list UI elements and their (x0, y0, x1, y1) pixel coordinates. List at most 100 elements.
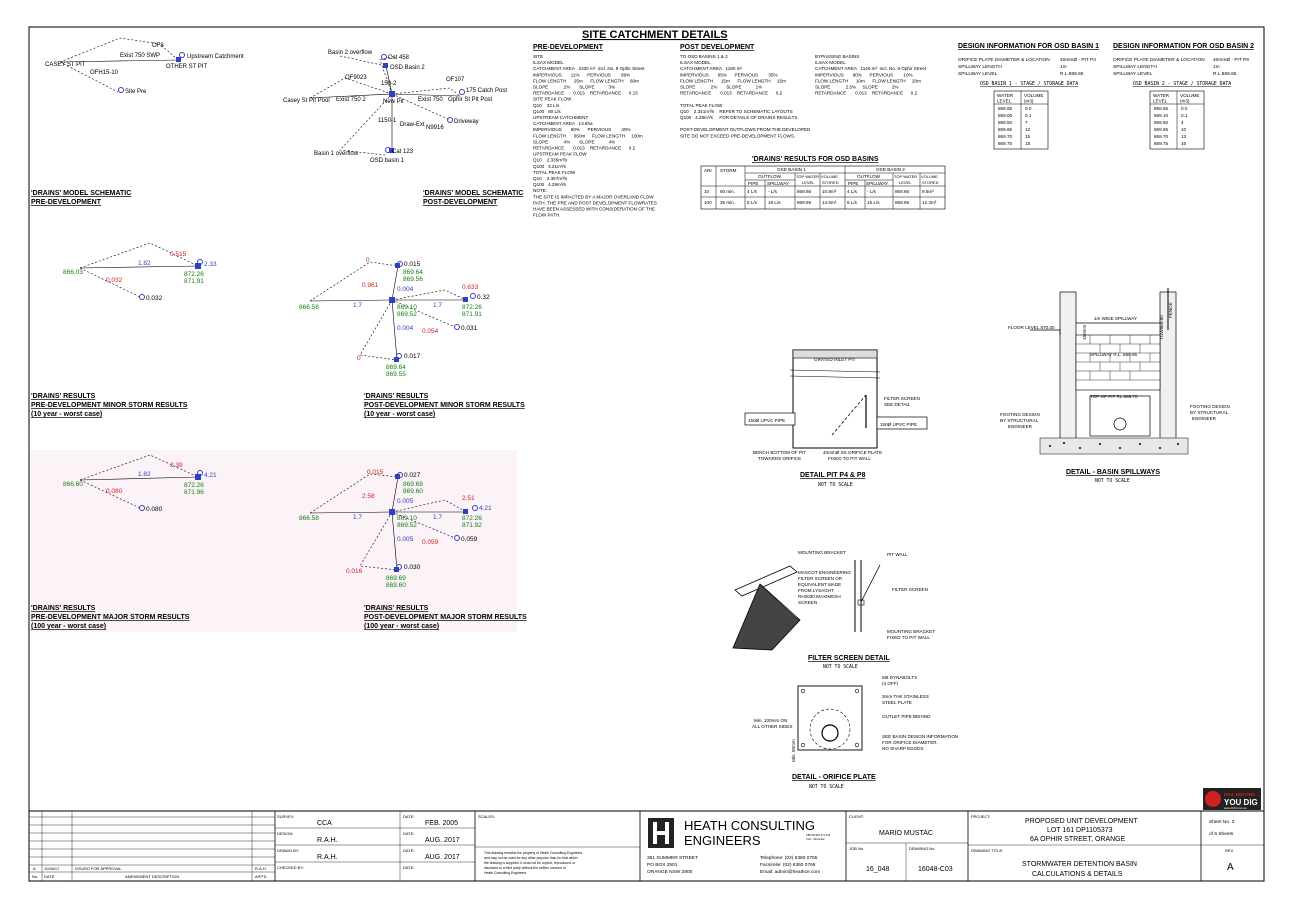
pre-dev-line: Q10 2.335m³/s (533, 158, 568, 163)
schematic-pre-development: CASEY ST PIT Upstream Catchment OFH15-10… (45, 37, 244, 95)
design2-field: SPILLWAY LENGTH (1113, 64, 1157, 70)
filter-screen-detail: MOUNTING BRACKET MASCOT ENGINEERING FILT… (732, 550, 935, 670)
drains-table-outflow: OUTFLOW (857, 174, 881, 179)
filter-detail-labels-mascot-4: RH3030 MAXIMESH (798, 594, 841, 599)
pre-dev-line: Q100 4.29m³/s (533, 182, 567, 187)
stage-table-cell: 868.65 (1154, 106, 1168, 111)
title-block-contact-1: Facsimile: (02) 6360 0766 (760, 862, 816, 868)
title-block-disclaimer-0: This drawing remains the property of Hea… (484, 851, 582, 855)
caption-schematic-post: 'DRAINS' MODEL SCHEMATIC POST-DEVELOPMEN… (423, 190, 523, 206)
schematic-post-caption-1: POST-DEVELOPMENT (423, 199, 498, 206)
val-8: 0.080 (146, 506, 163, 513)
stage-table-cell: 869.70 (1154, 134, 1168, 139)
stage-table-cell: 869.75 (1154, 141, 1168, 146)
link-of8: OF8 (152, 43, 164, 49)
orifice-detail-labels-dyna-1: (4 OFF) (882, 681, 899, 686)
minor-pre-caption-0: 'DRAINS' RESULTS (31, 393, 96, 400)
title-block-design-date: AUG. 2017 (425, 837, 460, 844)
val-3: 869.64 (403, 269, 423, 276)
drains-table-headers-3: SPILLWAY (767, 181, 789, 186)
bypass-line: CATCHMENT AREA 1140 m² incl. No. 8 Ophir… (815, 66, 927, 71)
orifice-detail-title: DETAIL - ORIFICE PLATE (792, 774, 876, 781)
val-12: 869.52 (397, 311, 417, 318)
orifice-detail-labels-dyna-0: M8 DYNABOLTS (882, 675, 917, 680)
design1-field: 1m (1060, 64, 1067, 70)
results-minor-pre: 0.515 1.82 2.33 866.03 0.032 872.26 871.… (63, 242, 217, 302)
val-2: 1.82 (138, 471, 151, 478)
major-post-caption-1: POST-DEVELOPMENT MAJOR STORM RESULTS (364, 614, 527, 621)
orifice-detail-labels-plate-0: 3mm THK STAINLESS (882, 694, 929, 699)
pit-detail-labels-grated: GRATED INLET PIT (814, 357, 856, 362)
title-block-address-0: 351 SUMMER STREET (647, 855, 698, 861)
node-basin1-overflow: Basin 1 overflow (314, 151, 359, 157)
major-storm-panel (30, 450, 517, 632)
val-8: 4.21 (479, 505, 492, 512)
val-8: 0.32 (477, 294, 490, 301)
title-block-drawing: 16048-C03 (918, 866, 953, 873)
stage-table-cell: 868.65 (998, 106, 1012, 111)
dial-sub: www.1100.com.au (1224, 806, 1247, 810)
title-block-amend-h-no: No. (32, 874, 38, 879)
svg-text:VOLUME: VOLUME (921, 174, 938, 179)
filter-detail-labels-bracket: MOUNTING BRACKET (798, 550, 846, 555)
stage-table-cell: 869.65 (1154, 127, 1168, 132)
title-block-rev-label: REV. (1225, 848, 1234, 853)
title-block-drawn-date: AUG. 2017 (425, 854, 460, 861)
bypass-line: IMPERVIOUS 90% PERVIOUS 10% (815, 72, 913, 77)
drains-table-cell: 60 min. (720, 189, 735, 194)
pre-dev-line: Q10 2.367m³/s (533, 176, 568, 181)
pre-dev-line: ILSAX MODEL (533, 60, 564, 65)
title-block-job-label: JOB No. (849, 846, 864, 851)
stage-table-header: (m3) (1180, 99, 1190, 104)
page-title: SITE CATCHMENT DETAILS (582, 29, 728, 41)
val-17: 0.054 (422, 328, 439, 335)
drains-table-cell: 18 L/s (768, 200, 781, 205)
pre-dev-line: TOTAL PEAK FLOW (533, 170, 576, 175)
stage-table-cell: 18 (1025, 141, 1031, 146)
val-15: 871.92 (462, 522, 482, 529)
design2-field: ORIFICE PLATE DIAMETER & LOCATION (1113, 57, 1205, 63)
stage-table-cell: 15 (1025, 134, 1031, 139)
node-cat123: Cat 123 (392, 149, 414, 155)
design1-field: 40mmØ - PIT P4 (1060, 57, 1096, 63)
design2-field: SPILLWAY LEVEL (1113, 71, 1153, 77)
val-7: 871.91 (184, 278, 204, 285)
val-6: 872.26 (184, 482, 204, 489)
val-8: 0.032 (146, 295, 163, 302)
title-block-project-1: LOT 161 DP1105373 (1047, 827, 1113, 834)
val-4: 869.56 (403, 276, 423, 283)
svg-text:STORED: STORED (922, 180, 939, 185)
schematic-post-development: Basin 2 overflow Cat 458 OSD Basin 2 New… (283, 50, 507, 164)
spillway-detail-labels-foot5: BY STRUCTURAL (1190, 410, 1229, 415)
stage-table-header: WATER (1153, 93, 1170, 98)
val-19: 0.016 (346, 568, 363, 575)
title-block-rev: A (1227, 862, 1234, 873)
val-7: 871.96 (184, 489, 204, 496)
stage-table-header: (m3) (1024, 99, 1034, 104)
val-1: 0 (366, 257, 370, 264)
pre-dev-line: SITE (533, 54, 543, 59)
val-1: 0.015 (367, 469, 384, 476)
val-16: 0.004 (397, 325, 414, 332)
design1-field: SPILLWAY LENGTH (958, 64, 1002, 70)
val-3: 4.21 (204, 472, 217, 479)
drains-table-group2: OSD BASIN 2 (876, 167, 905, 172)
post-dev-line: TO OSD BASINS 1 & 2 (680, 54, 728, 59)
design1-field: ORIFICE PLATE DIAMETER & LOCATION (958, 57, 1050, 63)
schematic-post-caption-0: 'DRAINS' MODEL SCHEMATIC (423, 190, 523, 197)
design1-field: R.L.869.65 (1060, 71, 1084, 77)
title-block-date-label: DATE: (403, 848, 414, 853)
stage-table-cell: 869.00 (998, 113, 1012, 118)
drains-table-cell: 5 L/s (847, 200, 858, 205)
drains-table-headers-2: PIPE (748, 181, 758, 186)
node-new-pit: New Pit (383, 99, 404, 105)
post-dev-line: SLOPE 2% SLOPE 1% (680, 85, 762, 90)
spillway-detail-labels-foot2: BY STRUCTURAL (1000, 418, 1039, 423)
title-block-date-label: DATE: (403, 865, 414, 870)
pit-detail-scale: NOT TO SCALE (818, 482, 853, 488)
link-draw-ext: Draw-Ext (400, 122, 425, 128)
title-block-survey-label: SURVEY: (277, 814, 294, 819)
val-6: 872.26 (184, 271, 204, 278)
company-logo (648, 818, 674, 848)
svg-text:TOP WATER: TOP WATER (894, 174, 917, 179)
